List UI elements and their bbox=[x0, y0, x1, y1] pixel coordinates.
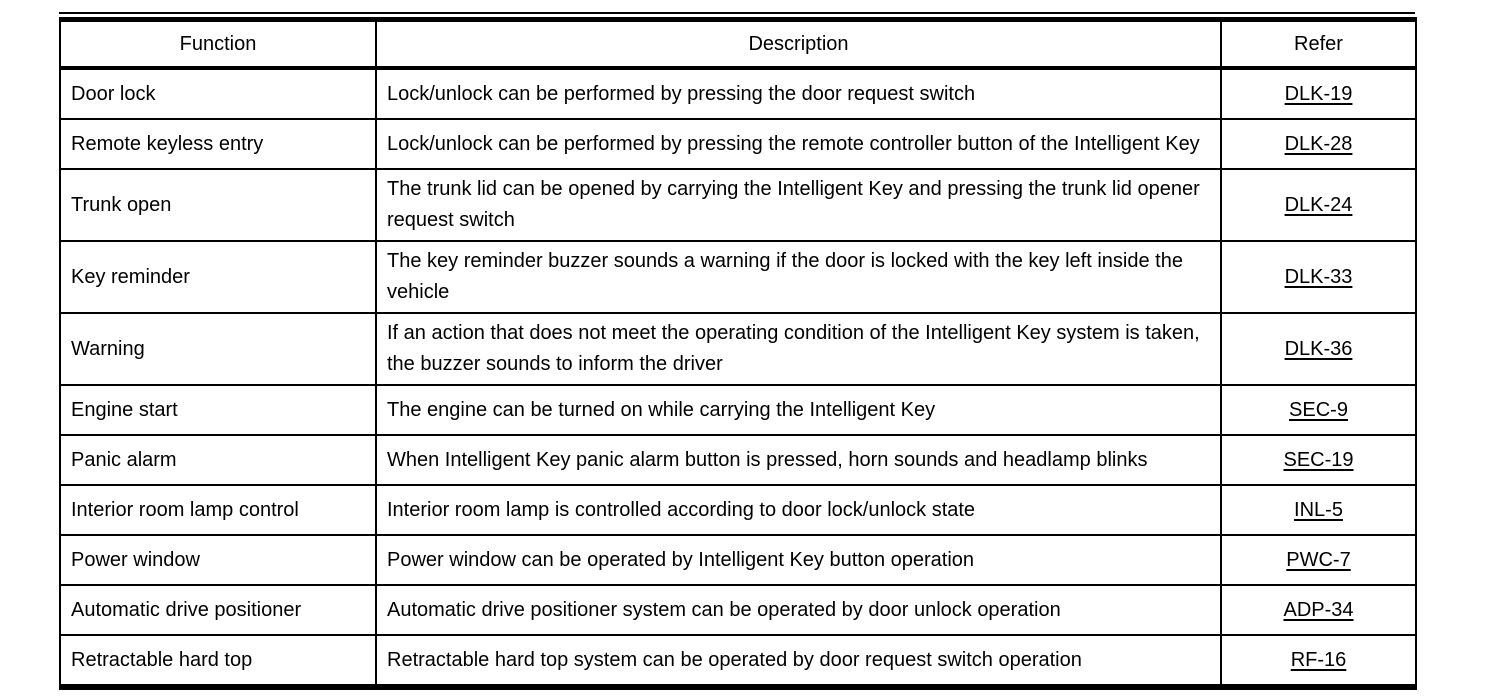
refer-cell: ADP-34 bbox=[1220, 584, 1417, 636]
refer-link[interactable]: PWC-7 bbox=[1286, 548, 1351, 571]
refer-link[interactable]: DLK-36 bbox=[1284, 337, 1353, 360]
refer-cell: DLK-19 bbox=[1220, 67, 1417, 120]
refer-link[interactable]: SEC-9 bbox=[1289, 398, 1348, 421]
description-cell: The engine can be turned on while carryi… bbox=[375, 384, 1222, 436]
function-cell: Door lock bbox=[59, 67, 377, 120]
function-cell: Power window bbox=[59, 534, 377, 586]
refer-cell: RF-16 bbox=[1220, 634, 1417, 688]
function-cell: Panic alarm bbox=[59, 434, 377, 486]
refer-cell: DLK-24 bbox=[1220, 168, 1417, 242]
top-rule bbox=[59, 12, 1415, 14]
function-cell: Interior room lamp control bbox=[59, 484, 377, 536]
description-cell: If an action that does not meet the oper… bbox=[375, 312, 1222, 386]
header-cell-description: Description bbox=[375, 18, 1222, 70]
header-cell-function: Function bbox=[59, 18, 377, 70]
refer-link[interactable]: DLK-33 bbox=[1284, 265, 1353, 288]
refer-cell: DLK-36 bbox=[1220, 312, 1417, 386]
description-cell: The trunk lid can be opened by carrying … bbox=[375, 168, 1222, 242]
refer-link[interactable]: ADP-34 bbox=[1283, 598, 1354, 621]
table-header-row: Function Description Refer bbox=[59, 18, 1417, 70]
description-cell: The key reminder buzzer sounds a warning… bbox=[375, 240, 1222, 314]
function-cell: Engine start bbox=[59, 384, 377, 436]
refer-cell: DLK-33 bbox=[1220, 240, 1417, 314]
refer-link[interactable]: DLK-28 bbox=[1284, 132, 1353, 155]
function-cell: Automatic drive positioner bbox=[59, 584, 377, 636]
function-cell: Trunk open bbox=[59, 168, 377, 242]
description-cell: When Intelligent Key panic alarm button … bbox=[375, 434, 1222, 486]
header-cell-refer: Refer bbox=[1220, 18, 1417, 70]
refer-link[interactable]: SEC-19 bbox=[1283, 448, 1354, 471]
refer-link[interactable]: DLK-19 bbox=[1284, 82, 1353, 105]
description-cell: Power window can be operated by Intellig… bbox=[375, 534, 1222, 586]
description-cell: Lock/unlock can be performed by pressing… bbox=[375, 67, 1222, 120]
function-cell: Warning bbox=[59, 312, 377, 386]
description-cell: Interior room lamp is controlled accordi… bbox=[375, 484, 1222, 536]
function-cell: Retractable hard top bbox=[59, 634, 377, 688]
description-cell: Lock/unlock can be performed by pressing… bbox=[375, 118, 1222, 170]
refer-cell: PWC-7 bbox=[1220, 534, 1417, 586]
refer-link[interactable]: DLK-24 bbox=[1284, 193, 1353, 216]
refer-cell: SEC-9 bbox=[1220, 384, 1417, 436]
function-cell: Remote keyless entry bbox=[59, 118, 377, 170]
description-cell: Automatic drive positioner system can be… bbox=[375, 584, 1222, 636]
description-cell: Retractable hard top system can be opera… bbox=[375, 634, 1222, 688]
refer-link[interactable]: RF-16 bbox=[1290, 648, 1347, 671]
function-cell: Key reminder bbox=[59, 240, 377, 314]
refer-link[interactable]: INL-5 bbox=[1294, 498, 1343, 521]
refer-cell: DLK-28 bbox=[1220, 118, 1417, 170]
refer-cell: INL-5 bbox=[1220, 484, 1417, 536]
refer-cell: SEC-19 bbox=[1220, 434, 1417, 486]
